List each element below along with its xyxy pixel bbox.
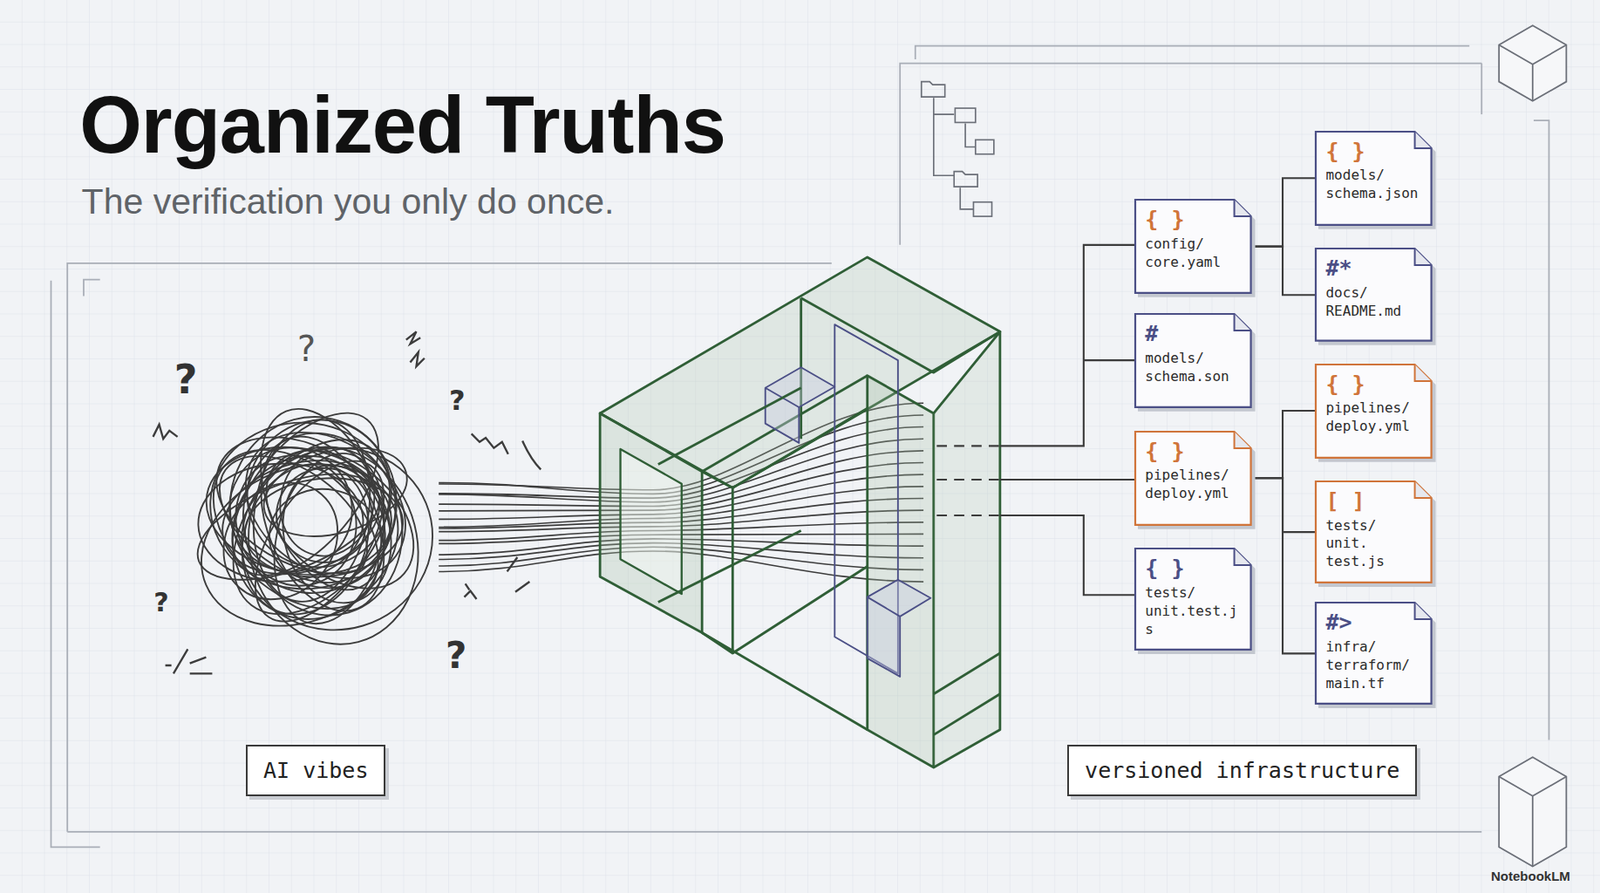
file-icon: { }: [1325, 139, 1423, 164]
tangle-loop: [220, 444, 391, 634]
file-path: pipelines/ deploy.yml: [1325, 399, 1423, 436]
card-shape: [1415, 364, 1432, 382]
connector: [1252, 177, 1316, 246]
card-shape: [1234, 431, 1252, 449]
file-path: pipelines/ deploy.yml: [1144, 466, 1242, 504]
tangle-loop: [227, 428, 440, 663]
title: Organized Truths: [79, 79, 726, 171]
panel-frames: [51, 46, 1550, 848]
output-lines: [936, 245, 1135, 595]
file-card: { } config/ core.yaml: [1134, 198, 1253, 294]
box-label: versioned infrastructure: [1084, 757, 1400, 783]
tangle-loop: [218, 424, 455, 654]
card-shape: [1315, 131, 1432, 225]
cube-icon: [1498, 25, 1566, 866]
watermark: NotebookLM: [1491, 868, 1571, 884]
question-mark: ?: [153, 586, 169, 618]
connector: [1252, 410, 1316, 478]
tangle-scribble: [176, 387, 456, 663]
question-mark: ?: [445, 633, 467, 677]
file-icon: { }: [1144, 556, 1242, 581]
label-box: AI vibes: [245, 744, 386, 797]
tangle-loop: [197, 430, 391, 609]
file-card: { }pipelines/ deploy.yml: [1134, 430, 1253, 526]
card-shape: [1415, 481, 1432, 498]
file-card: { } tests/ unit.test.js: [1134, 547, 1253, 651]
tangle-loop: [176, 435, 423, 655]
tangle-loop: [217, 401, 435, 608]
file-card: [ ] tests/ unit. test.js: [1314, 480, 1433, 584]
card-shape: [1315, 602, 1432, 704]
tangle-loop: [239, 422, 441, 617]
card-shape: [1135, 313, 1252, 408]
folder-tree-icon: [921, 81, 995, 217]
card-shape: [1135, 199, 1252, 293]
question-mark: ?: [295, 328, 317, 369]
file-path: tests/ unit.test.js: [1144, 584, 1242, 639]
connector: [1252, 477, 1316, 532]
file-icon: #>: [1325, 610, 1423, 635]
file-path: models/ schema.json: [1325, 166, 1423, 204]
card-shape: [1135, 431, 1252, 525]
card-shape: [1415, 131, 1432, 149]
file-path: models/ schema.son: [1144, 349, 1242, 387]
card-shape: [1234, 548, 1252, 566]
card-shape: [1315, 248, 1432, 341]
card-shape: [1135, 548, 1252, 650]
subtitle: The verification you only do once.: [81, 181, 615, 223]
file-card: #> infra/ terraform/ main.tf: [1314, 601, 1433, 705]
card-shape: [1315, 481, 1432, 583]
file-card: #models/ schema.son: [1134, 313, 1253, 409]
scribble-marks: [153, 331, 542, 674]
connector: [1252, 477, 1316, 654]
file-icon: [ ]: [1325, 489, 1423, 514]
file-card: { }pipelines/ deploy.yml: [1314, 363, 1433, 459]
file-path: tests/ unit. test.js: [1325, 517, 1423, 572]
card-shape: [1234, 313, 1252, 331]
file-icon: { }: [1144, 439, 1242, 464]
file-path: infra/ terraform/ main.tf: [1325, 638, 1423, 693]
file-path: config/ core.yaml: [1144, 235, 1242, 273]
file-icon: #: [1144, 321, 1242, 347]
question-mark: ?: [449, 383, 466, 417]
box-label: AI vibes: [263, 757, 368, 783]
card-shape: [1234, 199, 1252, 217]
tangle-loop: [183, 452, 395, 602]
file-card: #* docs/ README.md: [1314, 247, 1433, 342]
card-shape: [1415, 602, 1432, 620]
card-shape: [1415, 248, 1432, 266]
file-path: docs/ README.md: [1325, 284, 1423, 321]
label-box: versioned infrastructure: [1067, 744, 1417, 797]
tangle-loop: [183, 418, 409, 640]
file-icon: { }: [1325, 372, 1423, 397]
file-icon: #*: [1325, 256, 1423, 281]
connector: [1252, 246, 1316, 296]
file-icon: { }: [1144, 207, 1242, 232]
file-card: { }models/ schema.json: [1314, 130, 1433, 226]
funnel-block: [599, 257, 1001, 768]
card-shape: [1315, 364, 1432, 458]
question-mark: ?: [174, 355, 198, 403]
